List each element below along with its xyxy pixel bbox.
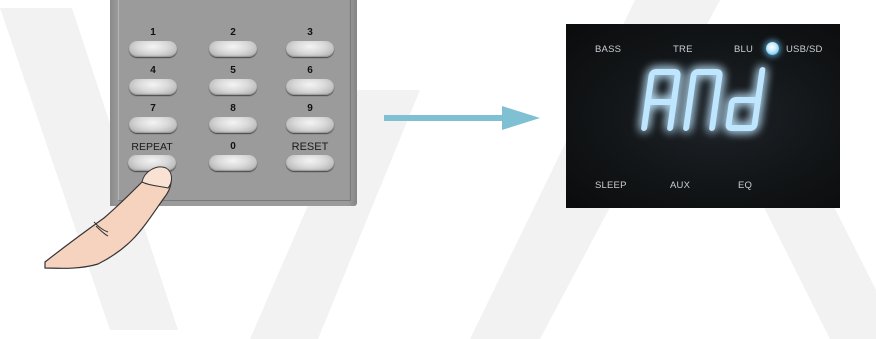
key-1[interactable]: 1 <box>125 28 181 57</box>
key-6[interactable]: 6 <box>282 66 338 95</box>
key-label: 7 <box>125 104 181 114</box>
key-button[interactable] <box>286 117 334 133</box>
segment-readout <box>616 58 786 158</box>
key-4[interactable]: 4 <box>125 66 181 95</box>
key-label: RESET <box>280 142 340 152</box>
key-button[interactable] <box>286 155 334 171</box>
key-label: 6 <box>282 66 338 76</box>
key-label: 5 <box>205 66 261 76</box>
key-label: 3 <box>282 28 338 38</box>
key-reset[interactable]: RESET <box>280 142 340 171</box>
key-button[interactable] <box>286 79 334 95</box>
key-button[interactable] <box>209 155 257 171</box>
key-button[interactable] <box>209 41 257 57</box>
arrow-right-icon <box>384 104 544 132</box>
key-button[interactable] <box>209 79 257 95</box>
key-8[interactable]: 8 <box>205 104 261 133</box>
key-label: 8 <box>205 104 261 114</box>
key-button[interactable] <box>286 41 334 57</box>
indicator-eq: EQ <box>738 180 752 191</box>
key-button[interactable] <box>209 117 257 133</box>
key-label: REPEAT <box>122 142 182 152</box>
indicator-led-dot <box>766 42 779 55</box>
key-button[interactable] <box>129 41 177 57</box>
key-0[interactable]: 0 <box>205 142 261 171</box>
key-9[interactable]: 9 <box>282 104 338 133</box>
key-5[interactable]: 5 <box>205 66 261 95</box>
key-label: 1 <box>125 28 181 38</box>
indicator-tre: TRE <box>673 44 693 55</box>
indicator-aux: AUX <box>670 180 690 191</box>
segment-char-3 <box>728 70 762 128</box>
indicator-sleep: SLEEP <box>595 180 627 191</box>
indicator-bass: BASS <box>595 44 621 55</box>
key-label: 0 <box>205 142 261 152</box>
device-display: BASS TRE BLU USB/SD <box>566 24 840 208</box>
key-button[interactable] <box>129 117 177 133</box>
finger-icon <box>40 158 180 270</box>
segment-char-2 <box>686 72 720 128</box>
indicator-usb-sd: USB/SD <box>786 44 823 55</box>
key-label: 9 <box>282 104 338 114</box>
key-3[interactable]: 3 <box>282 28 338 57</box>
key-label: 4 <box>125 66 181 76</box>
key-label: 2 <box>205 28 261 38</box>
key-7[interactable]: 7 <box>125 104 181 133</box>
indicator-blu: BLU <box>734 44 753 55</box>
key-2[interactable]: 2 <box>205 28 261 57</box>
segment-char-1 <box>644 72 678 128</box>
key-button[interactable] <box>129 79 177 95</box>
